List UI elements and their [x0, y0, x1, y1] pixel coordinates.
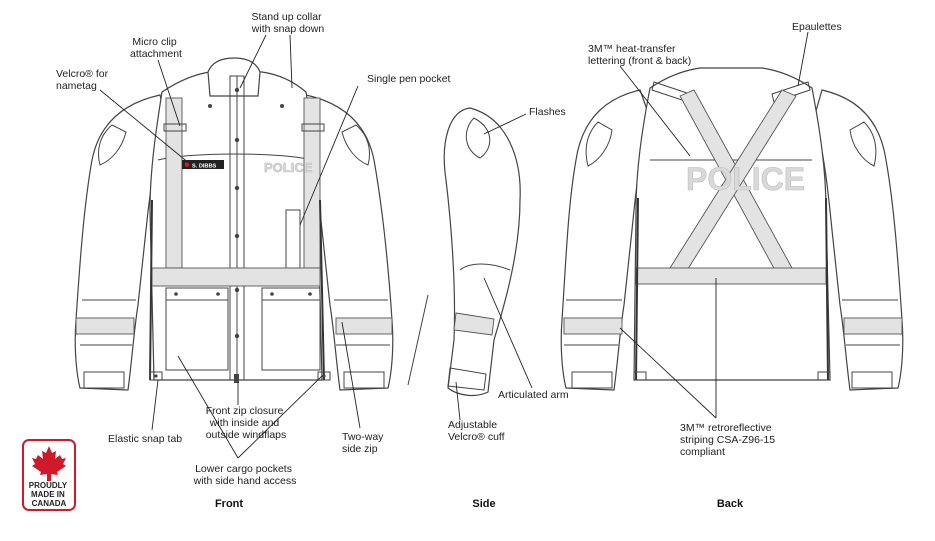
- callout-front-zip: Front zip closure with inside and outsid…: [206, 405, 287, 441]
- back-right-side-zip: [825, 197, 829, 381]
- back-waist-band: [635, 267, 827, 285]
- callout-flashes: Flashes: [529, 106, 566, 118]
- front-right-elastic-tab: [317, 371, 331, 381]
- side-flash-patch: [465, 117, 491, 159]
- front-left-side-zip: [149, 199, 153, 381]
- back-right-shoulder-patch: [849, 121, 877, 167]
- leader-lines: [99, 31, 809, 459]
- back-left-sleeve-band: [563, 317, 623, 335]
- callout-velcro-nametag: Velcro® for nametag: [56, 68, 111, 92]
- back-view: POLICE: [560, 67, 904, 391]
- front-police-lettering: POLICE: [264, 160, 313, 175]
- side-sleeve-band: [453, 312, 495, 336]
- back-right-sleeve: [813, 89, 904, 391]
- callout-retroreflective: 3M™ retroreflective striping CSA-Z96-15 …: [680, 422, 778, 458]
- back-left-sleeve: [560, 89, 651, 391]
- side-sleeve: [443, 107, 521, 397]
- view-label-back: Back: [717, 498, 744, 510]
- back-right-sleeve-band: [843, 317, 903, 335]
- front-left-sleeve: [74, 94, 167, 391]
- view-label-side: Side: [472, 498, 495, 510]
- front-nametag: [182, 160, 224, 169]
- callout-epaulettes: Epaulettes: [792, 21, 842, 33]
- callout-stand-up-collar: Stand up collar with snap down: [251, 11, 325, 35]
- front-right-sleeve-band: [335, 317, 393, 335]
- front-right-side-zip: [319, 199, 325, 381]
- callout-articulated-arm: Articulated arm: [498, 389, 569, 401]
- side-view: [443, 107, 521, 397]
- front-left-elastic-tab: [149, 371, 163, 381]
- front-collar: [207, 57, 261, 97]
- callout-two-way-zip: Two-way side zip: [342, 431, 386, 455]
- front-view: S. DIBBS POLICE: [74, 57, 429, 391]
- callout-labels: Stand up collar with snap down Micro cli…: [56, 11, 842, 487]
- front-left-sleeve-band: [75, 317, 135, 335]
- front-left-cargo-pocket: [165, 287, 229, 371]
- maple-leaf-icon: [32, 446, 66, 481]
- view-labels: Front Side Back: [215, 498, 744, 510]
- front-waist-band: [151, 267, 321, 287]
- callout-lower-cargo: Lower cargo pockets with side hand acces…: [193, 463, 297, 487]
- front-right-shoulder-patch: [341, 124, 370, 166]
- front-nametag-text: S. DIBBS: [192, 164, 217, 170]
- front-right-micro-clip: [301, 123, 325, 132]
- front-left-shoulder-patch: [98, 124, 127, 166]
- front-left-micro-clip: [163, 123, 187, 132]
- callout-adjustable-cuff: Adjustable Velcro® cuff: [448, 419, 505, 443]
- made-in-canada-badge: PROUDLY MADE IN CANADA: [22, 439, 76, 511]
- back-left-shoulder-patch: [585, 121, 613, 167]
- back-left-side-zip: [635, 197, 639, 381]
- callout-micro-clip: Micro clip attachment: [130, 36, 182, 60]
- view-label-front: Front: [215, 498, 243, 510]
- callout-heat-transfer: 3M™ heat-transfer lettering (front & bac…: [588, 43, 691, 67]
- back-body: [633, 67, 831, 381]
- back-police-lettering: POLICE: [686, 161, 805, 197]
- callout-single-pen-pocket: Single pen pocket: [367, 73, 451, 85]
- badge-text: PROUDLY MADE IN CANADA: [29, 481, 69, 508]
- front-right-cargo-pocket: [261, 287, 321, 371]
- side-cuff: [447, 367, 487, 391]
- callout-elastic-snap-tab: Elastic snap tab: [108, 433, 182, 445]
